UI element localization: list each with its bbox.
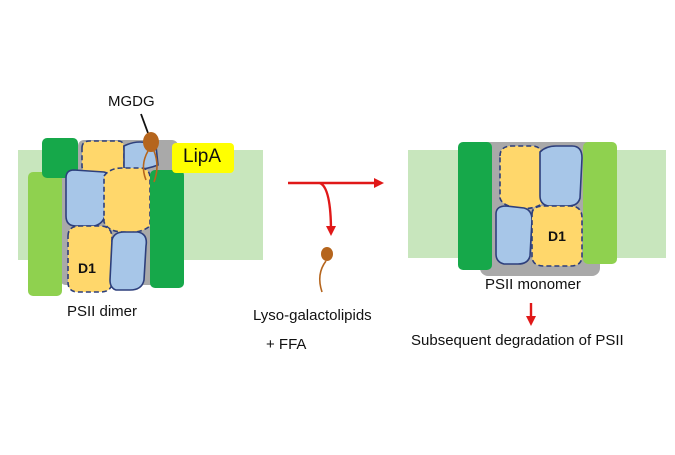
ffa-label: + FFA	[266, 336, 307, 353]
lyso-lipid-head	[321, 247, 333, 261]
monomer-light-green-helix	[583, 142, 617, 264]
branch-arrow	[319, 181, 336, 236]
monomer-yellow-subunit-top	[499, 145, 543, 210]
right-dark-green-helix	[150, 170, 184, 288]
lyso-galactolipids-label: Lyso-galactolipids	[253, 307, 372, 324]
lipa-label: LipA	[183, 146, 222, 167]
mgdg-lipid-tail	[142, 150, 149, 181]
mgdg-lipid-tail-2	[153, 150, 158, 183]
front-blue-subunit-bottom	[109, 231, 148, 291]
psii-monomer-group	[408, 142, 666, 326]
d1-label-left: D1	[78, 260, 96, 276]
monomer-dark-green-helix	[458, 142, 492, 270]
monomer-blue-subunit-top	[539, 145, 583, 207]
upper-yellow-subunit	[81, 140, 125, 178]
mgdg-label: MGDG	[108, 93, 155, 110]
d1-label-right: D1	[548, 228, 566, 244]
monomer-blue-subunit-bottom	[495, 205, 533, 265]
lipa-box	[172, 143, 234, 173]
upper-dark-green-helix	[42, 138, 78, 178]
mgdg-lipid-head	[143, 132, 159, 152]
psii-monomer-label: PSII monomer	[485, 276, 581, 293]
degradation-label: Subsequent degradation of PSII	[411, 332, 624, 349]
left-light-green-helix	[28, 172, 62, 296]
front-yellow-subunit-top	[103, 167, 151, 234]
d1-subunit-left	[67, 225, 113, 293]
psii-dimer-label: PSII dimer	[67, 303, 138, 320]
d1-subunit-right	[531, 205, 583, 267]
mgdg-pointer-line	[140, 113, 149, 134]
reaction-arrows	[288, 178, 384, 293]
psii-dimer-group	[18, 113, 263, 296]
lyso-lipid-tail	[318, 260, 327, 293]
